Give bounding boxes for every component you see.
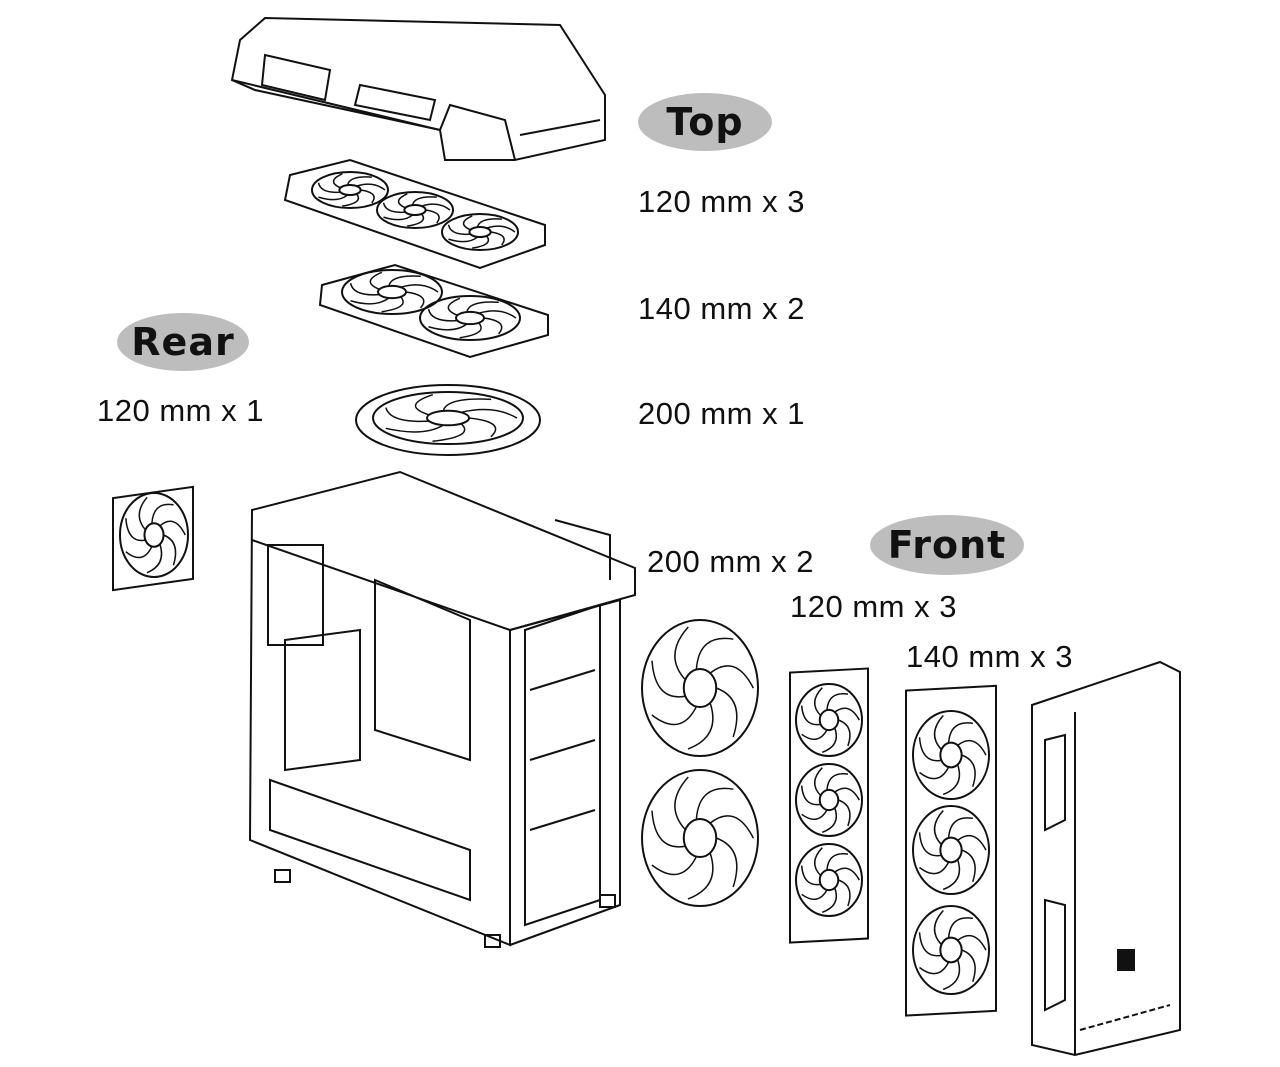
top-140-fan [341, 269, 443, 315]
rear-120-fan [119, 492, 189, 578]
front-option-120: 120 mm x 3 [790, 589, 957, 624]
top-option-120: 120 mm x 3 [638, 184, 805, 219]
top-cover [230, 16, 606, 162]
top-140-fan-frame [318, 263, 549, 359]
section-badge-rear: Rear [117, 313, 249, 371]
rear-option-120: 120 mm x 1 [97, 393, 264, 428]
front-120-fan-frame [789, 667, 869, 944]
section-badge-top: Top [638, 93, 772, 151]
top-120-fan-frame [283, 158, 546, 270]
front-120-fan [795, 763, 863, 837]
top-200-fan-frame [355, 384, 541, 456]
top-option-140: 140 mm x 2 [638, 291, 805, 326]
pc-case [248, 470, 636, 948]
front-120-fan [795, 683, 863, 757]
top-140-fan [419, 295, 521, 341]
top-option-200: 200 mm x 1 [638, 396, 805, 431]
front-120-fan [795, 843, 863, 917]
fans [119, 171, 990, 995]
front-200-fan [641, 619, 759, 757]
front-140-fan [912, 710, 990, 800]
top-120-fan [376, 191, 454, 229]
top-120-fan [311, 171, 389, 209]
top-200-fan [372, 391, 524, 445]
rear-fan-frame [112, 485, 194, 592]
front-140-fan [912, 805, 990, 895]
front-option-140: 140 mm x 3 [906, 639, 1073, 674]
front-200-fan [641, 769, 759, 907]
front-panel [1031, 660, 1181, 1057]
front-140-fan-frame [905, 684, 997, 1017]
section-badge-front: Front [870, 515, 1024, 575]
front-option-200: 200 mm x 2 [647, 544, 814, 579]
top-120-fan [441, 213, 519, 251]
front-140-fan [912, 905, 990, 995]
